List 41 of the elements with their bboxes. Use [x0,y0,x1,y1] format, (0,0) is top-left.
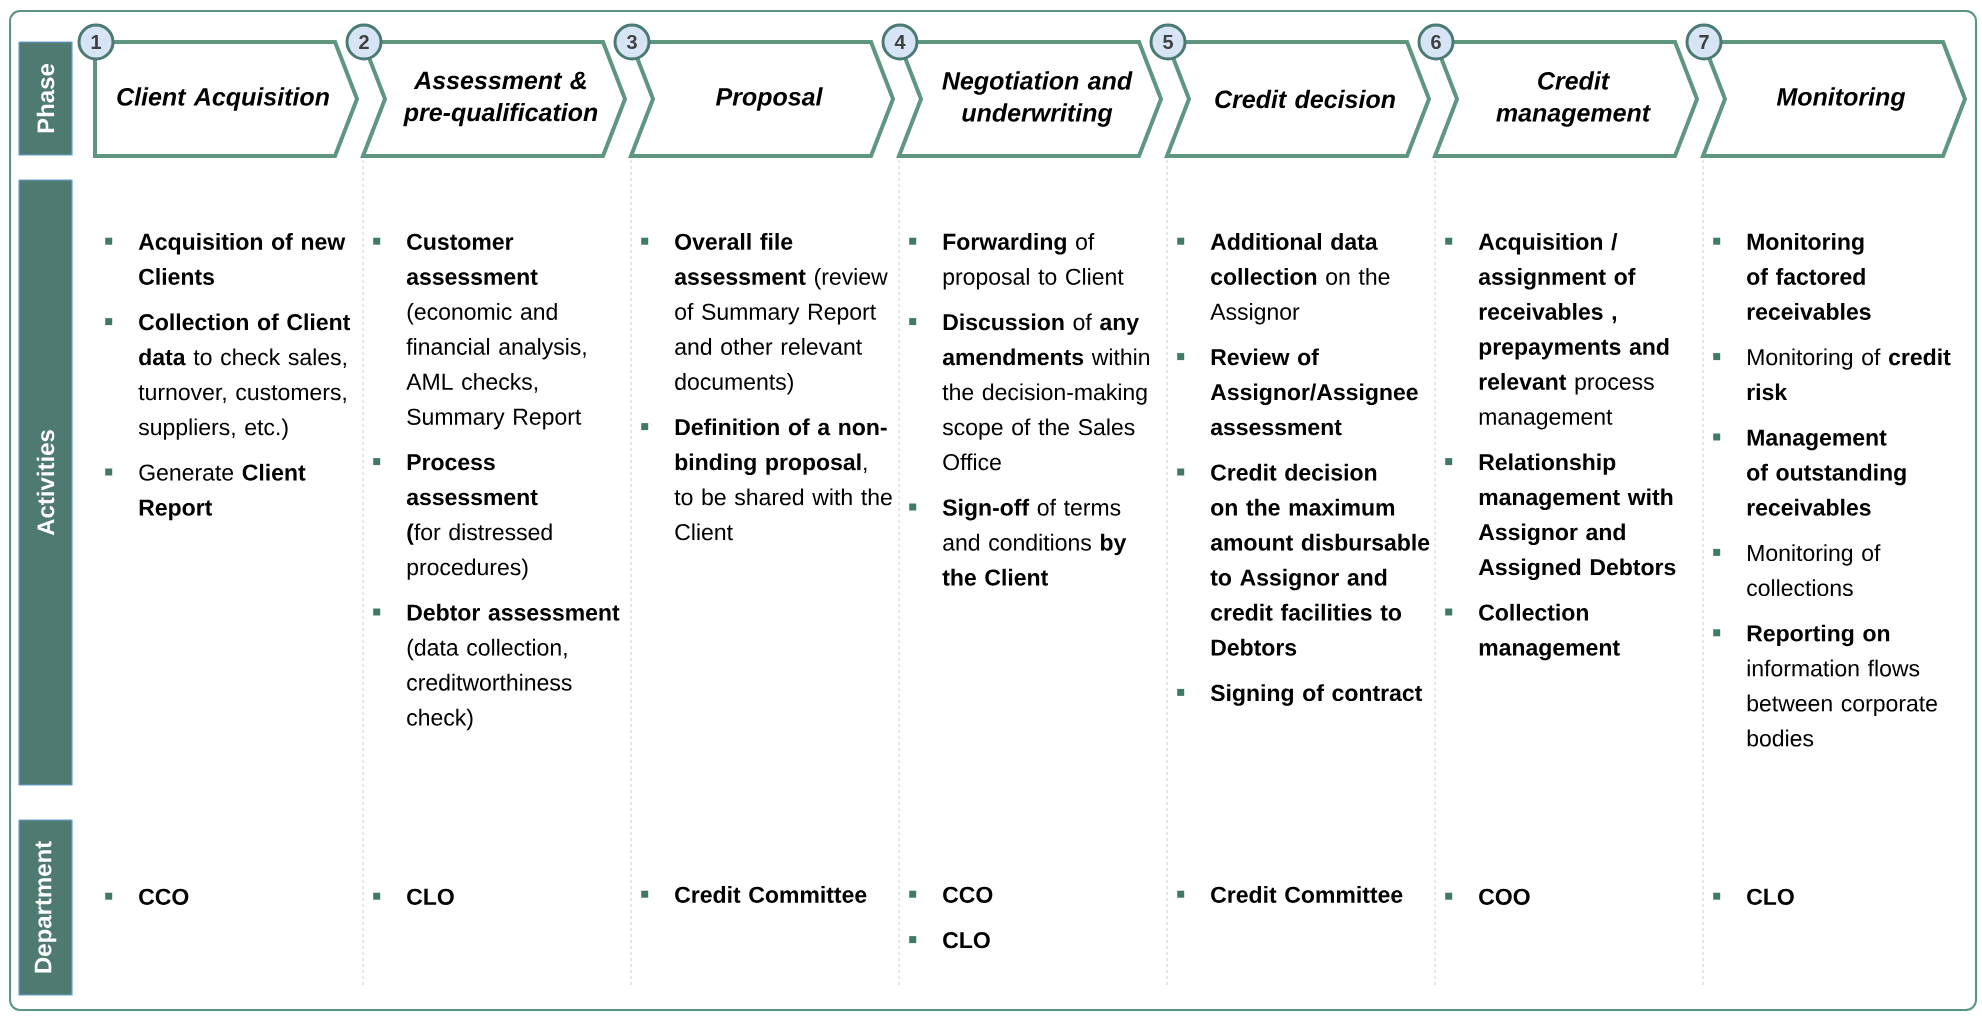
bullet-item: Reporting on information flows between corporate bodies [1713,624,1937,747]
bullet-item: Monitoring of credit risk [1713,348,1951,401]
bullet-item: CLO [909,932,990,949]
step-number: 4 [881,23,919,61]
bullet-item: Credit Committee [641,886,867,903]
bullet-item: Process assessment (for distressed procedures) [373,454,552,580]
bullet-item: Acquisition of new Clients [105,233,346,285]
bullet-item: Definition of a non-binding proposal, to be shared with the Client [641,418,892,541]
bullet-item: CLO [373,888,454,905]
bullet-item: Sign-off of terms and conditions by the Client [909,498,1127,586]
bullet-item: CLO [1713,888,1794,905]
bullet-item: Customer assessment (economic and financial analysis, AML checks, Summary Report [373,233,586,430]
bullet-item: Management of outstanding receivables [1713,429,1906,516]
step-number: 5 [1149,23,1187,61]
bullet-item: Forwarding of proposal to Client [909,233,1124,290]
bullet-item: Monitoring of collections [1713,544,1881,597]
step-number: 2 [345,23,383,61]
row-header: Department [18,819,73,996]
bullet-item: Additional data collection on the Assignor [1177,233,1390,325]
row-header: Activities [18,179,73,786]
step-number: 7 [1685,23,1723,61]
step-number: 1 [77,23,115,61]
bullet-item: CCO [909,886,993,903]
row-header: Phase [18,41,73,156]
bullet-item: CCO [105,888,189,905]
bullet-item: Generate Client Report [105,463,306,521]
bullet-item: Discussion of any amendments within the decision-making scope of the Sales Office [909,313,1150,471]
bullet-item: Signing of contract [1177,684,1423,706]
bullet-item: COO [1445,888,1530,905]
step-number: 3 [613,23,651,61]
bullet-item: Acquisition / assignment of receivables , prepayments and relevant process management [1445,233,1669,430]
bullet-item: Relationship management with Assignor and Assigned Debtors [1445,453,1676,580]
bullet-item: Credit Committee [1177,886,1403,903]
bullet-item: Monitoring of factored receivables [1713,233,1871,320]
bullet-item: Review of Assignor/Assignee assessment [1177,348,1418,436]
step-number: 6 [1417,23,1455,61]
bullet-item: Overall file assessment (review of Summary Report and other relevant documents) [641,233,888,395]
bullet-item: Debtor assessment (data collection, creditworthiness check) [373,603,620,731]
bullet-item: Credit decision on the maximum amount disbursable to Assignor and credit facilities to Debtors [1177,463,1430,656]
bullet-item: Collection of Client data to check sales, turnover, customers, suppliers, etc.) [105,313,351,440]
bullet-item: Collection management [1445,603,1620,661]
